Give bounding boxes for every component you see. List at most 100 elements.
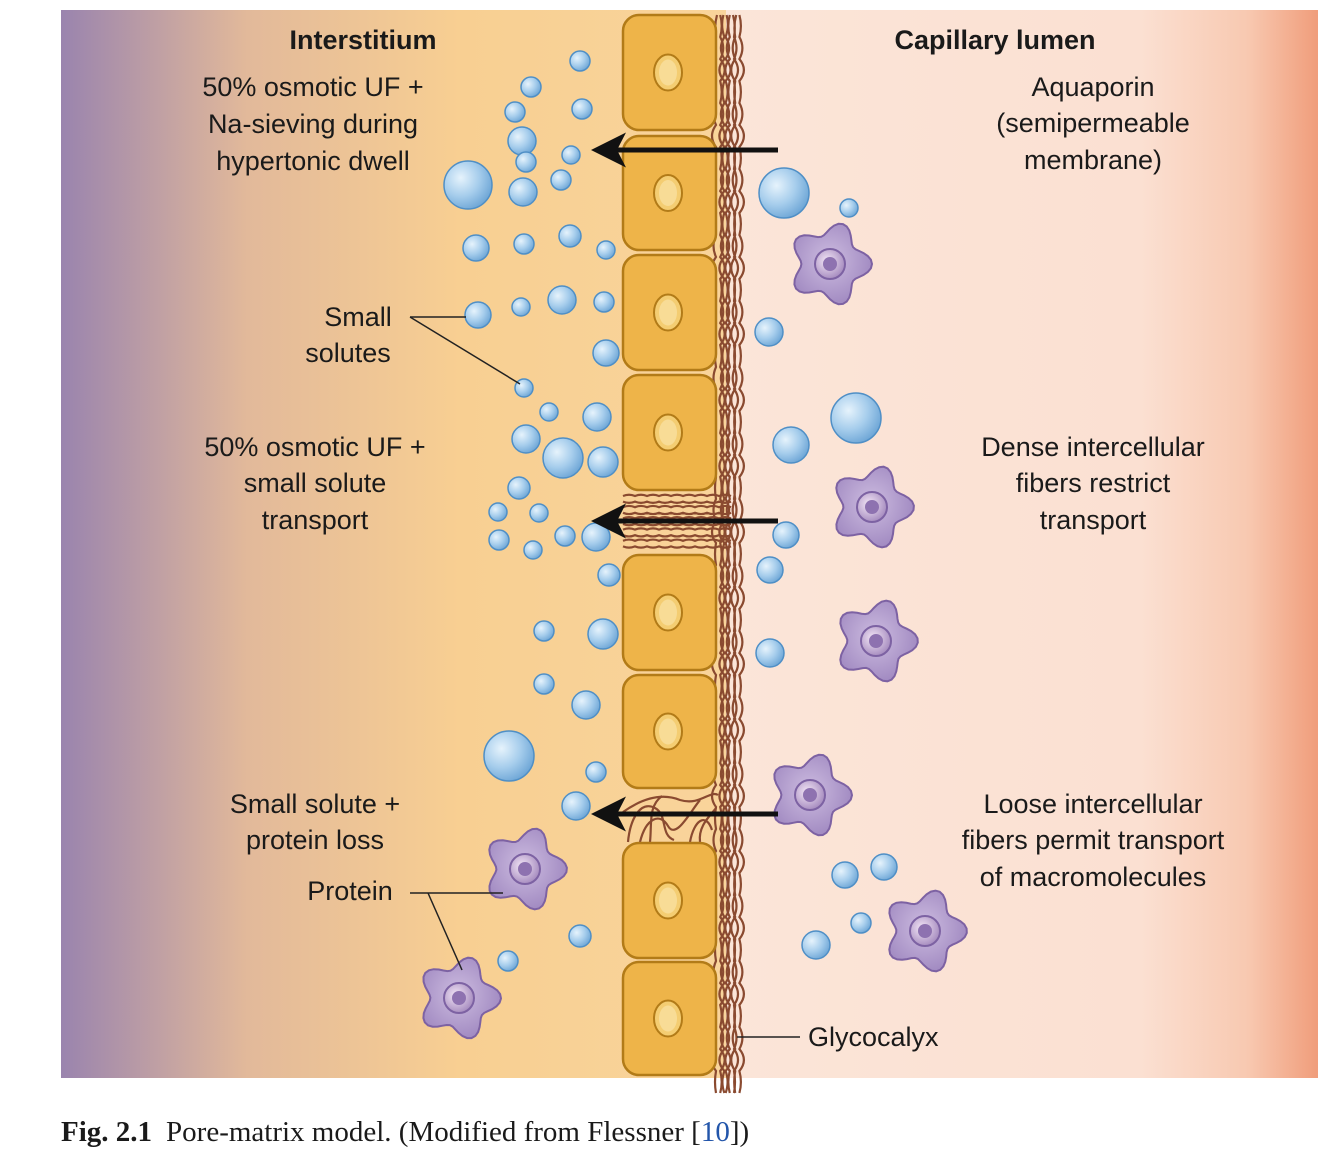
caption-reference-link[interactable]: 10 xyxy=(700,1116,730,1148)
small-solute xyxy=(831,861,859,889)
small-solute xyxy=(533,673,555,695)
interstitium-background xyxy=(61,10,726,1078)
protein-molecule xyxy=(422,956,503,1040)
label-loose-fibers: Loose intercellular fibers permit transp… xyxy=(962,789,1225,892)
loose-intercellular-fiber xyxy=(698,807,717,843)
small-solute xyxy=(568,924,592,948)
protein-leader-2 xyxy=(427,892,463,971)
label-line: Small solute + xyxy=(230,789,400,819)
small-solute xyxy=(801,930,831,960)
small-solute xyxy=(839,198,859,218)
dense-intercellular-fiber xyxy=(622,504,732,509)
small-solute xyxy=(508,177,538,207)
small-solute xyxy=(870,853,898,881)
loose-intercellular-fiber xyxy=(622,792,719,813)
small-solute xyxy=(483,730,535,782)
small-solute xyxy=(507,126,537,156)
dense-intercellular-fiber xyxy=(622,516,732,520)
label-osmotic-na-sieving: 50% osmotic UF + Na-sieving during hyper… xyxy=(202,72,423,176)
label-line: small solute xyxy=(244,468,387,498)
small-solute xyxy=(529,503,549,523)
small-solute xyxy=(569,50,591,72)
glycocalyx-fiber xyxy=(730,14,738,1094)
label-protein: Protein xyxy=(307,876,393,906)
small-solute xyxy=(533,620,555,642)
small-solute xyxy=(561,145,581,165)
small-solute xyxy=(756,556,784,584)
protein-molecule xyxy=(773,753,854,837)
label-line: transport xyxy=(1040,505,1147,535)
small-solute xyxy=(571,98,593,120)
endothelial-cell-layer xyxy=(621,13,718,1077)
small-solutes-leader-2 xyxy=(409,316,521,385)
label-line: 50% osmotic UF + xyxy=(202,72,423,102)
dense-intercellular-fiber xyxy=(622,534,732,538)
label-line: hypertonic dwell xyxy=(216,146,410,176)
loose-intercellular-fiber xyxy=(626,805,675,843)
figure-number: Fig. 2.1 xyxy=(61,1116,153,1148)
small-solute xyxy=(592,339,620,367)
label-dense-fibers: Dense intercellular fibers restrict tran… xyxy=(981,432,1205,535)
dense-intercellular-fiber xyxy=(622,500,732,504)
dense-intercellular-fiber xyxy=(622,545,732,549)
small-solute xyxy=(596,240,616,260)
protein-molecule xyxy=(835,465,915,549)
label-line: protein loss xyxy=(246,825,384,855)
small-solute xyxy=(558,224,582,248)
small-solute xyxy=(582,402,612,432)
small-solute xyxy=(593,291,615,313)
small-solute xyxy=(462,234,490,262)
small-solute xyxy=(488,502,508,522)
label-line: transport xyxy=(262,505,369,535)
endothelial-cell xyxy=(621,960,718,1077)
small-solute xyxy=(504,101,526,123)
small-solute xyxy=(550,169,572,191)
small-solute xyxy=(755,638,785,668)
small-solute xyxy=(850,912,872,934)
label-line: of macromolecules xyxy=(980,862,1207,892)
dense-intercellular-fiber xyxy=(622,538,732,542)
small-solute xyxy=(488,529,510,551)
small-solute xyxy=(539,402,559,422)
small-solute xyxy=(772,521,800,549)
small-solute xyxy=(830,392,882,444)
protein-molecule xyxy=(888,889,968,973)
leader-lines xyxy=(409,316,800,1038)
endothelial-cell xyxy=(621,253,718,372)
label-line: 50% osmotic UF + xyxy=(204,432,425,462)
label-line: Small xyxy=(324,302,392,332)
glycocalyx-fiber xyxy=(738,14,745,1094)
label-osmotic-small-solute: 50% osmotic UF + small solute transport xyxy=(204,432,425,535)
endothelial-cell xyxy=(621,841,718,960)
protein-group xyxy=(422,222,968,1040)
label-line: fibers restrict xyxy=(1016,468,1171,498)
small-solute xyxy=(464,301,492,329)
small-solute xyxy=(443,160,493,210)
dense-intercellular-fiber xyxy=(622,493,732,498)
label-small-solutes: Small solutes xyxy=(305,302,392,368)
small-solute xyxy=(513,233,535,255)
endothelial-cell xyxy=(621,673,718,790)
small-solute xyxy=(571,690,601,720)
label-line: Dense intercellular xyxy=(981,432,1205,462)
label-line: (semipermeable xyxy=(996,108,1190,138)
label-line: solutes xyxy=(305,338,391,368)
caption-end: ]) xyxy=(729,1116,750,1148)
small-solute xyxy=(561,791,591,821)
small-solute xyxy=(514,378,534,398)
small-solute xyxy=(507,476,531,500)
endothelial-cell xyxy=(621,373,718,492)
endothelial-cell xyxy=(621,134,718,252)
small-solute xyxy=(511,424,541,454)
label-aquaporin: Aquaporin (semipermeable membrane) xyxy=(996,72,1190,175)
small-solute xyxy=(511,297,531,317)
label-glycocalyx: Glycocalyx xyxy=(808,1022,939,1052)
endothelial-cell xyxy=(621,13,718,132)
dense-intercellular-fiber xyxy=(622,527,732,531)
small-solute xyxy=(587,446,619,478)
small-solute xyxy=(497,950,519,972)
label-line: Aquaporin xyxy=(1031,72,1154,102)
small-solute xyxy=(772,426,810,464)
